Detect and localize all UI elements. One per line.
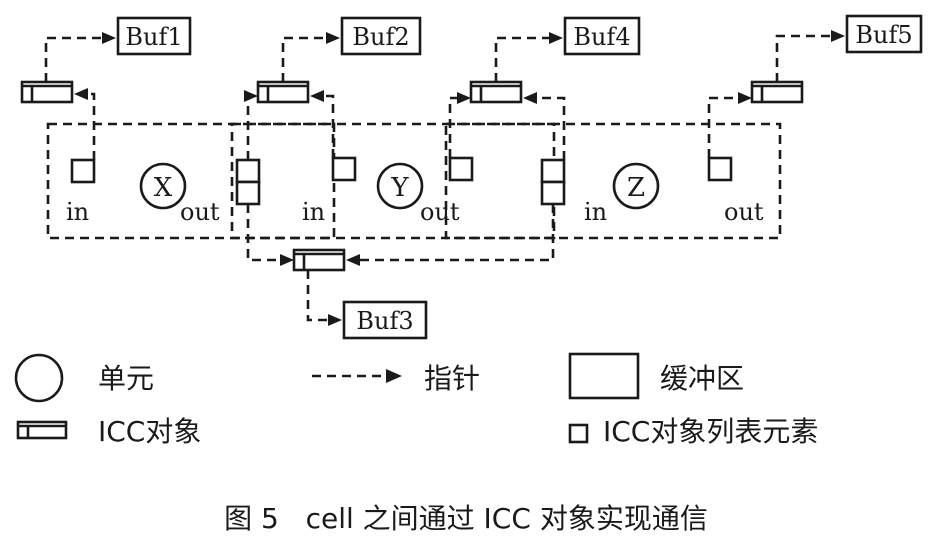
icc-object-3 [292, 248, 346, 272]
pointer-x-out-to-icc2 [244, 90, 258, 160]
buf2-label: Buf2 [352, 23, 409, 51]
legend-list-element-symbol [568, 423, 589, 444]
list-element-x-out-top [235, 158, 261, 184]
x-in-label: in [66, 198, 89, 226]
unit-x-label: X [154, 173, 173, 203]
buf1-label: Buf1 [125, 23, 182, 51]
icc-object-2 [256, 80, 310, 104]
cell-box-z [444, 122, 782, 240]
pointer-icc2-to-buf2 [281, 32, 340, 82]
buffer-buf2: Buf2 [340, 16, 422, 56]
legend-unit-label: 单元 [98, 362, 154, 395]
buffer-buf1: Buf1 [116, 16, 192, 56]
unit-y: Y [376, 162, 424, 210]
legend: 单元 指针 缓冲区 ICC对象 ICC对象列表元素 [14, 352, 818, 448]
pointer-y-in-to-icc2 [310, 90, 335, 158]
pointer-x-out-to-icc3 [246, 204, 294, 266]
legend-unit-symbol [14, 353, 64, 403]
list-element-y-out-top [540, 158, 566, 184]
pointer-x-in-to-icc1 [74, 88, 96, 160]
unit-x: X [139, 162, 187, 210]
list-element-y-in-a [331, 156, 357, 182]
legend-icc-object-label: ICC对象 [98, 415, 201, 448]
pointer-icc4-to-buf4 [494, 32, 563, 82]
legend-pointer-label: 指针 [424, 362, 480, 395]
buffer-buf4: Buf4 [563, 16, 641, 56]
legend-buffer-symbol [568, 352, 640, 400]
unit-z: Z [612, 162, 660, 210]
pointer-icc3-to-buf3 [306, 270, 342, 326]
legend-list-element-label: ICC对象列表元素 [603, 415, 818, 448]
buffer-buf5: Buf5 [845, 14, 923, 54]
icc-object-5 [750, 80, 804, 104]
pointer-y-out-to-icc4 [523, 92, 566, 160]
buf5-label: Buf5 [855, 21, 912, 49]
list-element-x-in [70, 158, 96, 184]
y-in-label: in [302, 198, 325, 226]
z-out-label: out [724, 198, 764, 226]
legend-pointer-symbol [312, 369, 402, 383]
list-element-z-out [707, 156, 733, 182]
z-in-label: in [584, 198, 607, 226]
legend-buffer-label: 缓冲区 [660, 362, 744, 395]
pointer-z-out-to-icc5 [707, 92, 752, 158]
legend-icc-object-symbol [16, 420, 68, 440]
cell-box-x [46, 122, 336, 240]
buffer-buf3: Buf3 [342, 300, 428, 340]
icc-object-4 [469, 80, 523, 104]
x-out-label: out [180, 198, 220, 226]
list-element-y-out-bottom [540, 180, 566, 206]
figure-caption: 图 5 cell 之间通过 ICC 对象实现通信 [224, 502, 708, 535]
buf3-label: Buf3 [356, 307, 413, 335]
unit-z-label: Z [627, 173, 645, 203]
y-out-label: out [420, 198, 460, 226]
buf4-label: Buf4 [573, 23, 630, 51]
pointer-icc5-to-buf5 [775, 30, 845, 82]
pointer-y-in-to-icc4 [448, 92, 471, 158]
list-element-x-out-bottom [235, 180, 261, 206]
unit-y-label: Y [390, 173, 409, 203]
pointer-y-out-to-icc3 [346, 204, 555, 266]
list-element-y-in-b [448, 156, 474, 182]
icc-object-1 [20, 80, 74, 104]
pointer-icc1-to-buf1 [44, 32, 116, 82]
